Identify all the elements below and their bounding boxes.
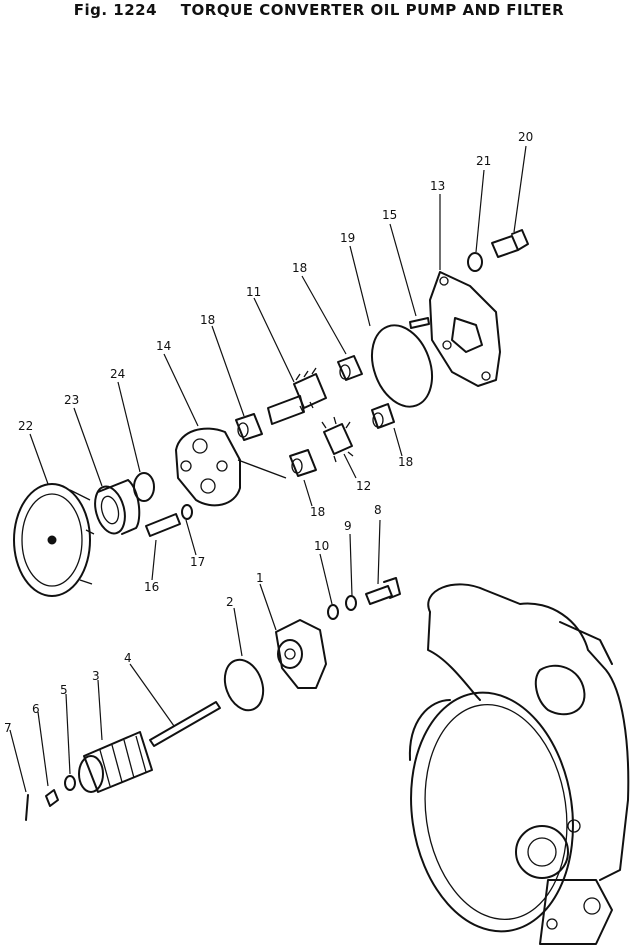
label-3: 3 [92, 669, 100, 683]
nut-6 [45, 789, 59, 807]
filter-element-3 [78, 731, 153, 793]
stud-4 [149, 701, 221, 747]
part-labels: 20 21 13 15 19 18 11 18 14 24 23 22 18 1… [4, 130, 533, 735]
pump-cover-13 [429, 271, 501, 387]
label-16: 16 [144, 580, 159, 594]
cotter-pin-7 [25, 794, 29, 821]
pump-body-14 [175, 427, 287, 507]
label-17: 17 [190, 555, 205, 569]
label-2: 2 [226, 595, 234, 609]
figure-title: TORQUE CONVERTER OIL PUMP AND FILTER [180, 1, 565, 19]
bearing-18-upper [337, 355, 363, 381]
label-19: 19 [340, 231, 355, 245]
label-6: 6 [32, 702, 40, 716]
washer-5 [64, 775, 76, 791]
label-12: 12 [356, 479, 371, 493]
label-18-a: 18 [292, 261, 307, 275]
label-24: 24 [110, 367, 125, 381]
label-1: 1 [256, 571, 264, 585]
washer-17 [181, 504, 193, 520]
bolt-20 [491, 229, 529, 258]
figure-caption: Fig. 1224 TORQUE CONVERTER OIL PUMP AND … [0, 1, 638, 19]
drive-gear-11 [267, 367, 327, 425]
gear-22 [13, 483, 95, 597]
o-ring-2 [223, 658, 265, 712]
figure-number: Fig. 1224 [73, 1, 158, 19]
bearing-18-left [235, 413, 263, 441]
washer-10 [327, 604, 339, 620]
bolt-16 [145, 513, 181, 537]
washer-9 [345, 595, 357, 611]
driven-gear-12 [321, 416, 354, 463]
leader-lines [9, 145, 527, 793]
label-8: 8 [374, 503, 382, 517]
filter-housing-1 [275, 619, 327, 689]
label-9: 9 [344, 519, 352, 533]
label-18-d: 18 [310, 505, 325, 519]
label-22: 22 [18, 419, 33, 433]
washer-21 [467, 252, 483, 272]
label-7: 7 [4, 721, 12, 735]
label-20: 20 [518, 130, 533, 144]
label-15: 15 [382, 208, 397, 222]
converter-housing [408, 583, 630, 945]
label-10: 10 [314, 539, 329, 553]
label-4: 4 [124, 651, 132, 665]
o-ring-19 [371, 324, 433, 408]
label-13: 13 [430, 179, 445, 193]
label-5: 5 [60, 683, 68, 697]
label-18-c: 18 [398, 455, 413, 469]
ball-bearing-23 [94, 479, 141, 535]
bearing-18-lower [289, 449, 317, 477]
label-14: 14 [156, 339, 171, 353]
bearing-18-right [371, 403, 395, 429]
label-11: 11 [246, 285, 261, 299]
label-21: 21 [476, 154, 491, 168]
bolt-8 [365, 577, 401, 605]
label-18-b: 18 [200, 313, 215, 327]
label-23: 23 [64, 393, 79, 407]
pin-15 [409, 317, 430, 329]
